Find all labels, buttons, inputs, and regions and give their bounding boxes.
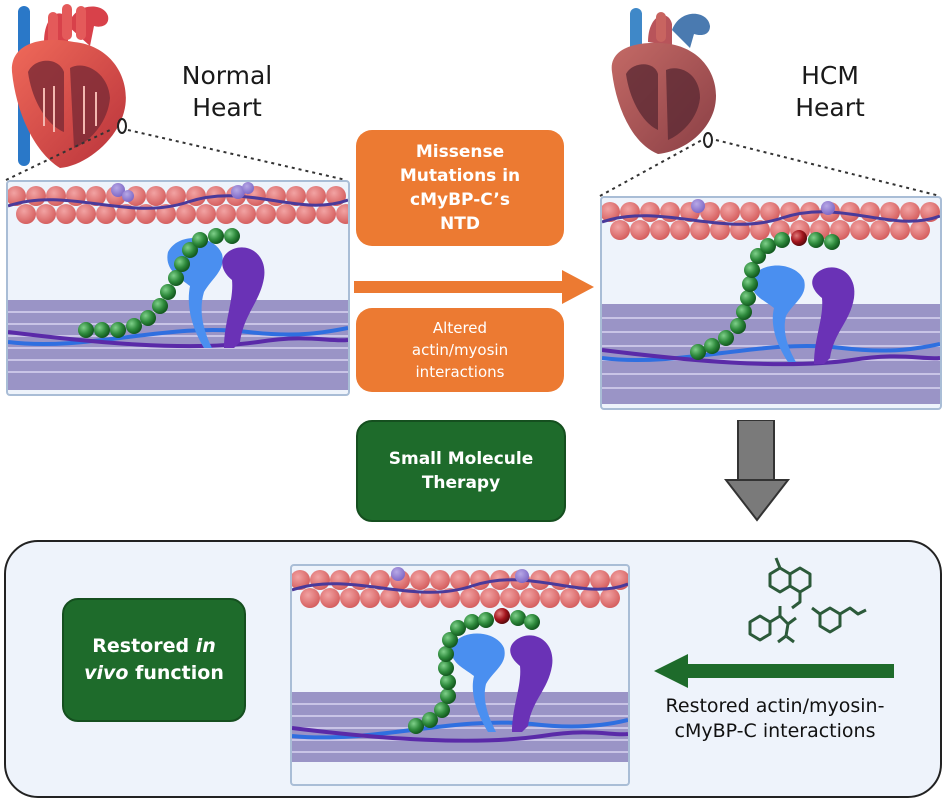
therapy-line1: Small Molecule: [388, 449, 534, 469]
restored-caption-line1: Restored actin/myosin-: [665, 695, 885, 717]
actin-filament: [8, 182, 348, 224]
missense-mutations-box: Missense Mutations in cMyBP-C’s NTD: [356, 130, 564, 246]
normal-heart-label: Normal Heart: [152, 60, 302, 124]
mutations-line3: cMyBP-C’s: [410, 190, 510, 210]
restored-interactions-caption: Restored actin/myosin- cMyBP-C interacti…: [640, 694, 910, 744]
restored-mutation-bead: [494, 608, 510, 624]
restored-function-box: Restored in vivo function: [62, 598, 246, 722]
small-molecule-therapy-box: Small Molecule Therapy: [356, 420, 566, 522]
altered-line2: actin/myosin: [411, 341, 509, 359]
cmybpc-bead-chain: [78, 228, 240, 338]
small-molecule-structures: [748, 557, 867, 644]
hcm-heart-label-line1: HCM: [801, 61, 859, 90]
restored-caption-line2: cMyBP-C interactions: [674, 720, 876, 742]
mutation-bead: [791, 230, 807, 246]
orange-right-arrow: [354, 270, 594, 304]
restored-fn-italic1: in: [195, 635, 216, 657]
mutations-line2: Mutations in: [399, 166, 521, 186]
hcm-heart-illustration: [596, 6, 732, 156]
normal-sarcomere-panel: [6, 180, 350, 396]
restored-sarcomere-panel: [290, 564, 630, 786]
altered-interactions-box: Altered actin/myosin interactions: [356, 308, 564, 392]
therapy-line2: Therapy: [421, 473, 501, 493]
hcm-heart-label: HCM Heart: [760, 60, 900, 124]
mutations-line1: Missense: [415, 142, 505, 162]
gray-down-arrow: [724, 420, 791, 522]
normal-heart-label-line1: Normal: [181, 61, 273, 90]
hcm-sarcomere-panel: [600, 196, 942, 410]
restored-fn-part1: Restored: [92, 635, 196, 657]
restored-fn-part2: function: [128, 662, 224, 684]
restored-fn-italic2: vivo: [84, 662, 129, 684]
green-left-arrow: [654, 654, 894, 688]
normal-heart-label-line2: Heart: [192, 93, 262, 122]
mutations-line4: NTD: [440, 214, 480, 234]
altered-line1: Altered: [432, 319, 488, 337]
hcm-heart-label-line2: Heart: [795, 93, 865, 122]
altered-line3: interactions: [415, 363, 505, 381]
normal-heart-illustration: [4, 2, 144, 170]
